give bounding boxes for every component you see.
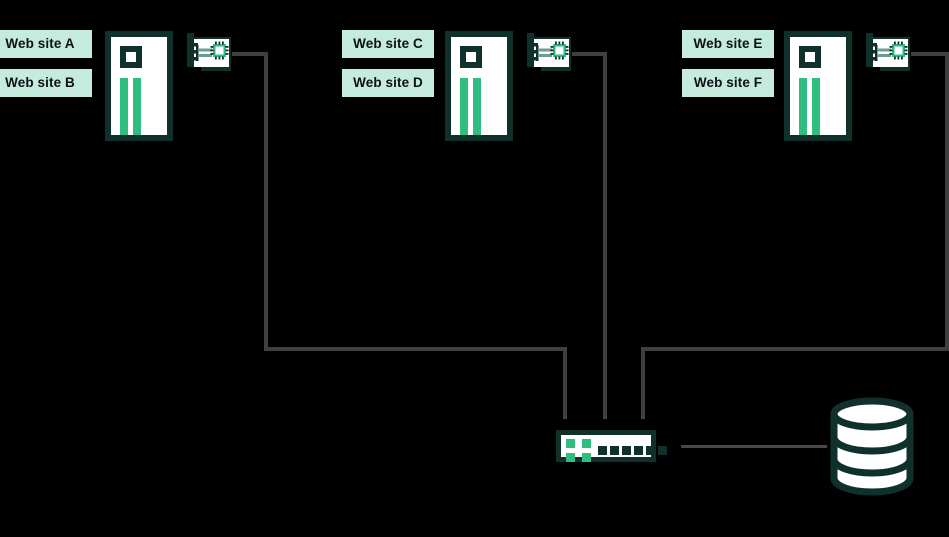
server-tower-group-c[interactable] [784, 31, 852, 141]
server-power-led-icon [120, 46, 142, 68]
network-interface-card-group-b[interactable] [525, 33, 573, 75]
switch-port-indicator-green [582, 453, 591, 462]
site-label-web-site-a: Web site A [0, 30, 92, 58]
switch-port-indicator-green [566, 439, 575, 448]
connector-group-c-horizontal-bottom [641, 347, 949, 351]
server-drive-bay-icon [799, 78, 807, 135]
connector-group-a-dropline [563, 347, 567, 419]
server-power-led-icon [460, 46, 482, 68]
connector-group-a-horizontal-top [232, 52, 268, 56]
site-label-web-site-d: Web site D [342, 69, 434, 97]
connector-group-b-vertical [603, 52, 607, 419]
database-cylinder[interactable] [828, 396, 916, 496]
connector-group-c-vertical-right [945, 52, 949, 348]
connector-group-b-horizontal [572, 52, 607, 56]
switch-port-icon [598, 446, 607, 455]
connector-group-c-dropline [641, 347, 645, 419]
switch-port-icon [610, 446, 619, 455]
server-tower-group-b[interactable] [445, 31, 513, 141]
connector-group-a-vertical [264, 52, 268, 348]
server-drive-bay-icon [473, 78, 481, 135]
server-drive-bay-icon [460, 78, 468, 135]
switch-port-indicator-green [566, 453, 575, 462]
site-label-web-site-c: Web site C [342, 30, 434, 58]
switch-port-indicator-green [582, 439, 591, 448]
server-drive-bay-icon [812, 78, 820, 135]
server-drive-bay-icon [133, 78, 141, 135]
connector-group-a-horizontal-bottom [264, 347, 567, 351]
site-label-web-site-e: Web site E [682, 30, 774, 58]
server-drive-bay-icon [120, 78, 128, 135]
server-tower-group-a[interactable] [105, 31, 173, 141]
network-interface-card-group-a[interactable] [185, 33, 233, 75]
switch-port-icon [646, 446, 655, 455]
switch-port-icon [658, 446, 667, 455]
connector-group-c-horizontal-top [911, 52, 949, 56]
network-interface-card-group-c[interactable] [864, 33, 912, 75]
site-label-web-site-b: Web site B [0, 69, 92, 97]
switch-port-icon [634, 446, 643, 455]
switch-port-icon [622, 446, 631, 455]
network-switch[interactable] [556, 430, 667, 462]
server-power-led-icon [799, 46, 821, 68]
site-label-web-site-f: Web site F [682, 69, 774, 97]
connector-switch-to-database [681, 445, 827, 448]
